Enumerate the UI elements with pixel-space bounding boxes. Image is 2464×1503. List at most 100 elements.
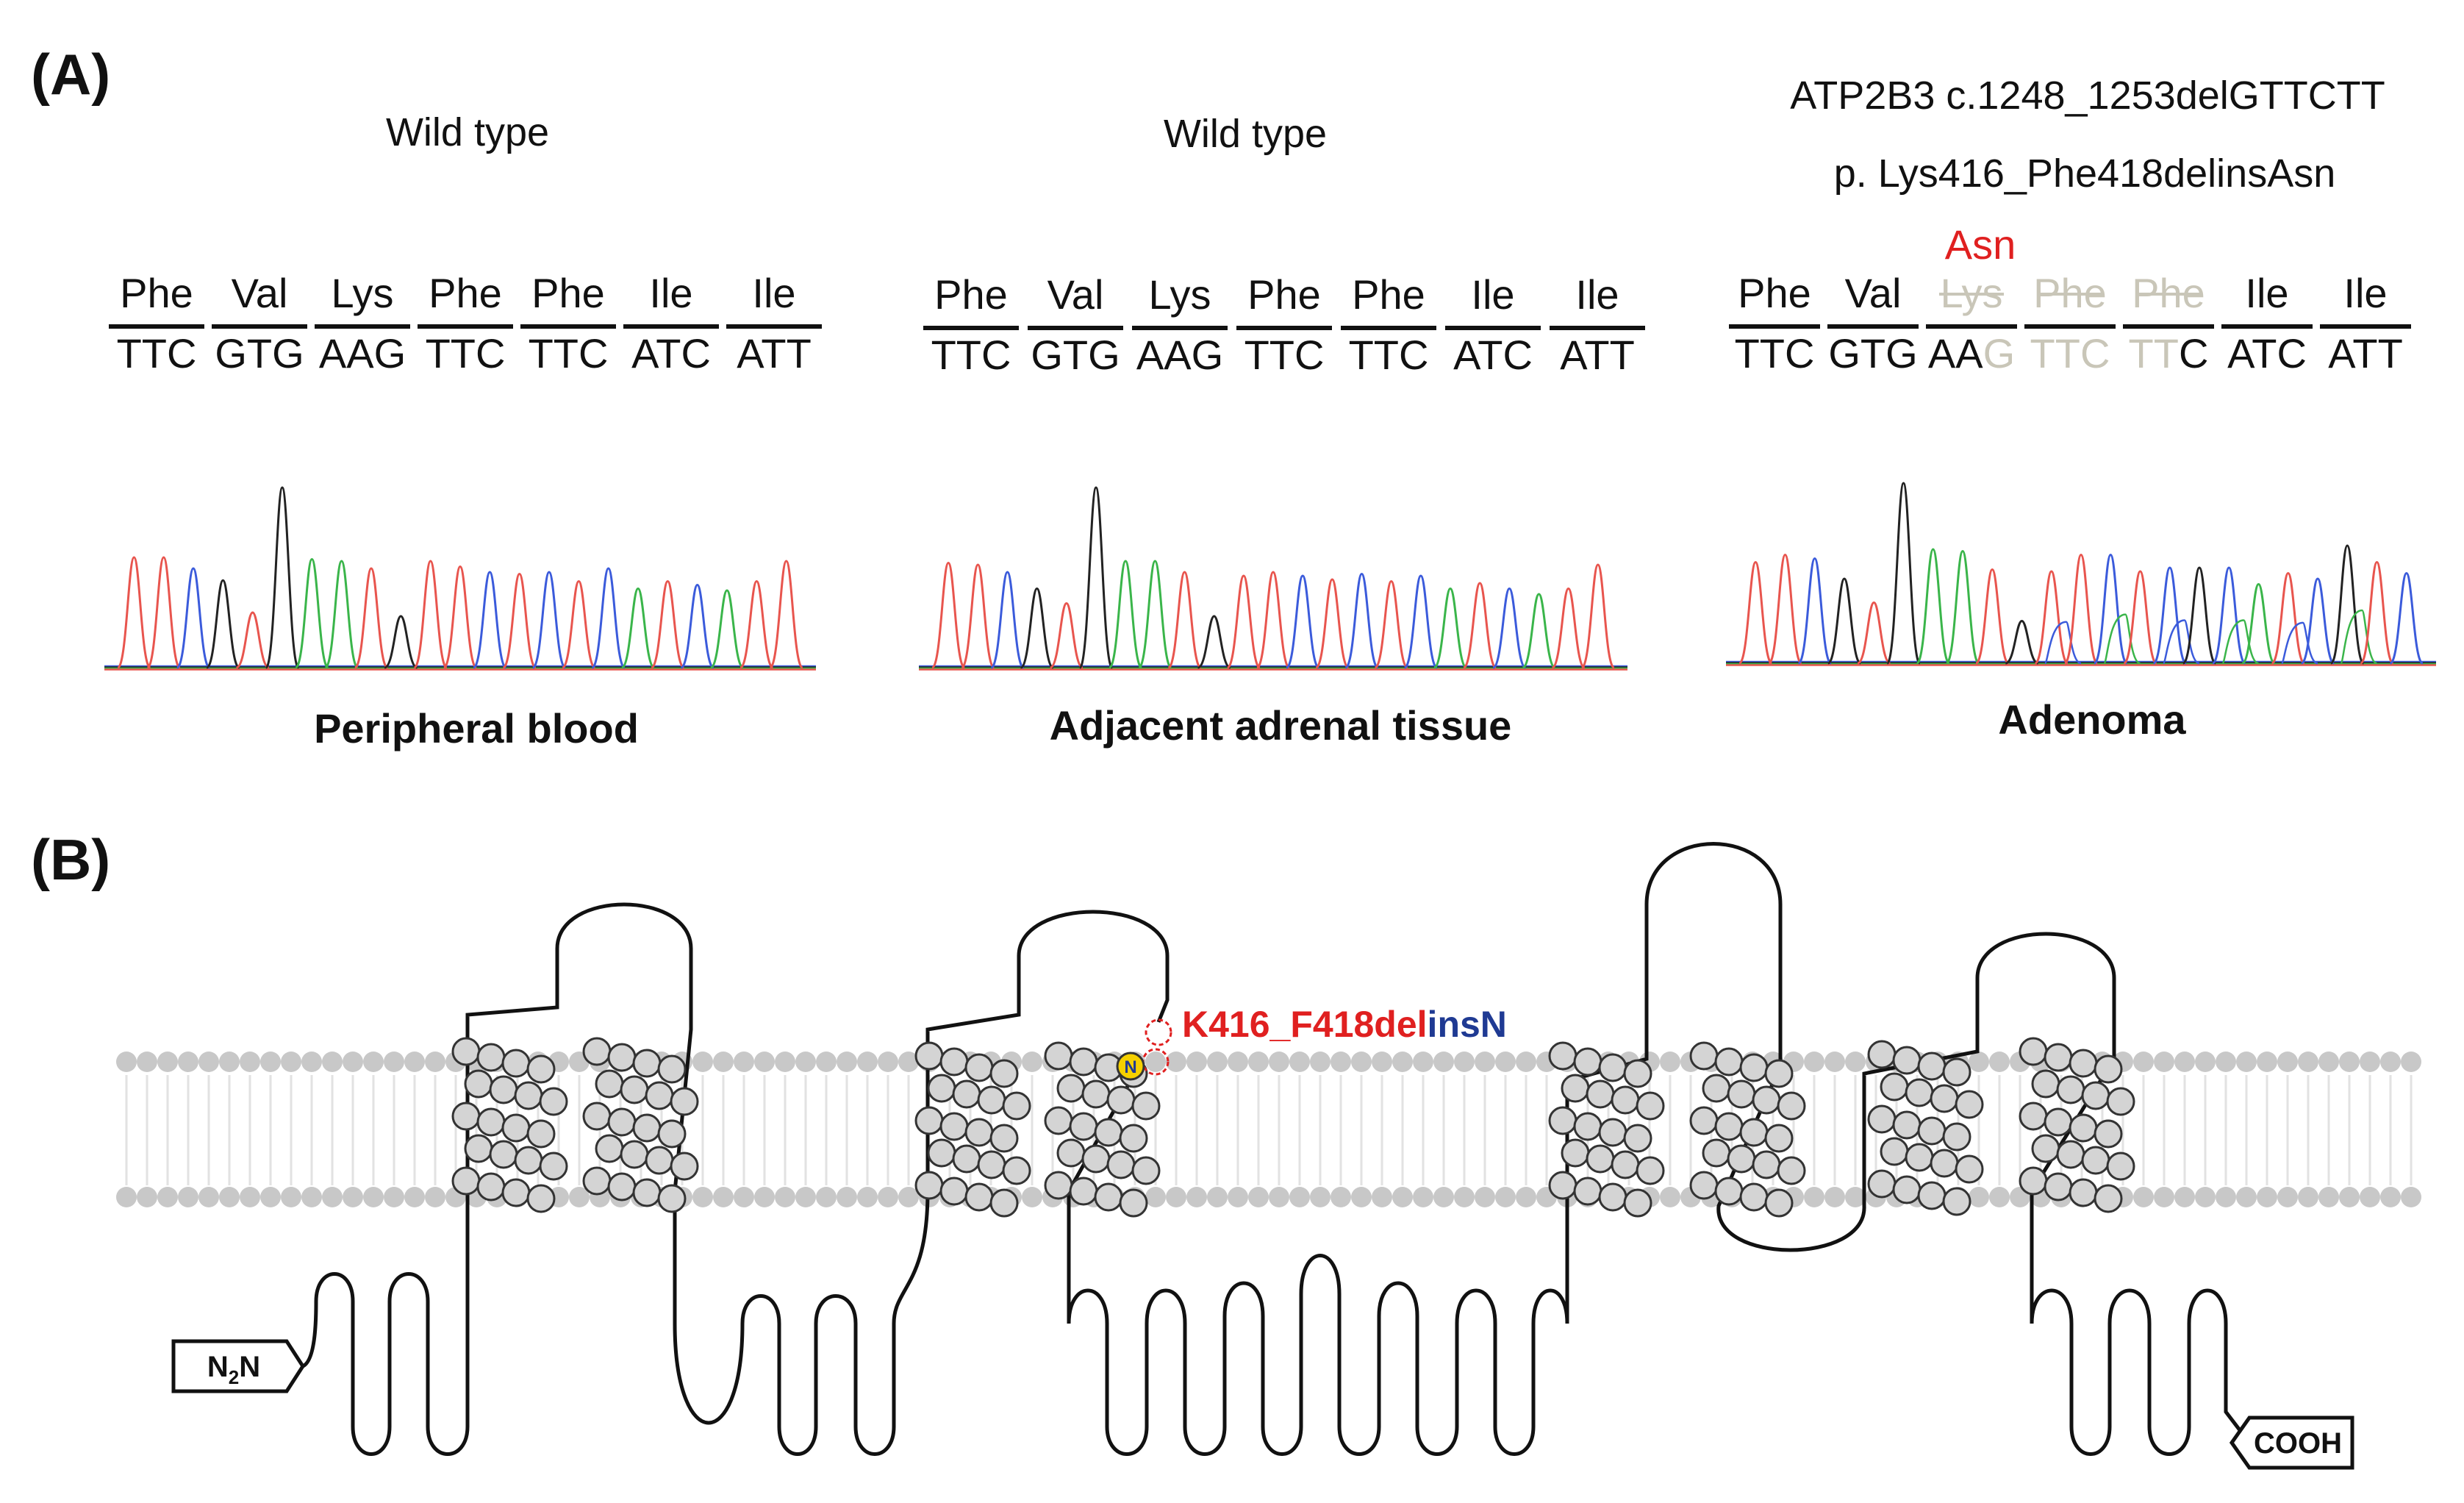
trace-peak-T bbox=[960, 563, 995, 669]
helix-residue bbox=[1942, 1187, 1971, 1216]
helix-residue bbox=[1764, 1059, 1794, 1088]
helix-residue bbox=[914, 1106, 944, 1135]
tm-helix-6 bbox=[1689, 1041, 1806, 1218]
helix-residue bbox=[1131, 1091, 1161, 1121]
trace-peak-T bbox=[354, 567, 389, 669]
lipid-head-lower bbox=[1228, 1187, 1248, 1207]
helix-residue bbox=[1727, 1144, 1756, 1174]
helix-residue bbox=[1561, 1074, 1590, 1103]
lipid-head-lower bbox=[198, 1187, 219, 1207]
helix-residue bbox=[989, 1188, 1019, 1218]
lipid-head-lower bbox=[1022, 1187, 1042, 1207]
trace-peak-C bbox=[2300, 577, 2335, 665]
lipid-head-upper bbox=[1392, 1052, 1413, 1072]
helix-residue bbox=[1714, 1112, 1744, 1141]
lipid-head-upper bbox=[1845, 1052, 1866, 1072]
helix-residue bbox=[1002, 1091, 1031, 1121]
lipid-head-upper bbox=[816, 1052, 837, 1072]
lipid-head-upper bbox=[1372, 1052, 1392, 1072]
amino-acid: Ile bbox=[1471, 271, 1514, 318]
helix-residue bbox=[1611, 1150, 1640, 1179]
amino-acid: Val bbox=[1047, 271, 1104, 318]
helix-residue bbox=[582, 1102, 612, 1131]
lipid-head-lower bbox=[1289, 1187, 1310, 1207]
codon: ATC bbox=[1453, 332, 1533, 378]
helix-residue bbox=[989, 1059, 1019, 1088]
lipid-head-upper bbox=[898, 1052, 919, 1072]
lipid-head-lower bbox=[1351, 1187, 1372, 1207]
helix-residue bbox=[526, 1054, 556, 1084]
trace-peak-T bbox=[1580, 563, 1616, 669]
lipid-head-upper bbox=[260, 1052, 281, 1072]
helix-residue bbox=[1930, 1149, 1959, 1178]
trace-peak-T bbox=[502, 572, 537, 669]
trace-secondary-peak bbox=[2103, 613, 2141, 665]
trace-peak-A bbox=[1916, 548, 1951, 665]
lipid-head-lower bbox=[2339, 1187, 2360, 1207]
trace-peak-T bbox=[2063, 553, 2099, 665]
helix-residue bbox=[464, 1134, 493, 1163]
helix-residue bbox=[2081, 1146, 2110, 1175]
lipid-head-lower bbox=[2401, 1187, 2421, 1207]
lipid-head-upper bbox=[1331, 1052, 1351, 1072]
lipid-head-lower bbox=[1516, 1187, 1536, 1207]
lipid-head-lower bbox=[1145, 1187, 1166, 1207]
amino-acid: Ile bbox=[649, 270, 692, 316]
n-terminus-box bbox=[171, 1339, 305, 1393]
lipid-head-upper bbox=[1145, 1052, 1166, 1072]
codon: ATC bbox=[2227, 330, 2307, 376]
lipid-head-lower bbox=[1248, 1187, 1269, 1207]
helix-residue bbox=[1056, 1138, 1086, 1168]
lipid-head-upper bbox=[1228, 1052, 1248, 1072]
helix-residue bbox=[632, 1049, 662, 1078]
c-terminus-tag: COOH bbox=[2229, 1415, 2354, 1470]
lipid-head-lower bbox=[1310, 1187, 1331, 1207]
lipid-head-lower bbox=[1475, 1187, 1495, 1207]
trace-peak-T bbox=[2122, 570, 2158, 665]
lipid-head-upper bbox=[1454, 1052, 1475, 1072]
transmembrane-helices bbox=[451, 1037, 2135, 1218]
helix-residue bbox=[1917, 1116, 1947, 1146]
helix-residue bbox=[607, 1107, 637, 1137]
helix-residue bbox=[939, 1047, 969, 1077]
trace-peak-T bbox=[1314, 578, 1350, 669]
trace-peak-T bbox=[1049, 601, 1084, 669]
tm-helix-1 bbox=[451, 1037, 568, 1213]
helix-residue bbox=[1880, 1072, 1909, 1102]
helix-residue bbox=[1739, 1053, 1769, 1082]
helix-residue bbox=[1561, 1138, 1590, 1168]
trace-peak-T bbox=[739, 579, 774, 669]
helix-residue bbox=[1044, 1106, 1073, 1135]
helix-residue bbox=[476, 1172, 506, 1202]
helix-residue bbox=[1069, 1112, 1098, 1141]
helix-residue bbox=[670, 1152, 699, 1181]
lipid-head-lower bbox=[137, 1187, 157, 1207]
helix-residue bbox=[1044, 1171, 1073, 1200]
trace-peak-A bbox=[1945, 549, 1980, 665]
lipid-head-upper bbox=[2401, 1052, 2421, 1072]
helix-residue bbox=[2031, 1069, 2060, 1099]
inserted-residue-letter: N bbox=[1124, 1057, 1136, 1077]
helix-residue bbox=[514, 1146, 543, 1175]
lipid-head-upper bbox=[2174, 1052, 2195, 1072]
trace-peak-T bbox=[1974, 568, 2010, 665]
lipid-head-upper bbox=[343, 1052, 363, 1072]
lipid-head-upper bbox=[754, 1052, 775, 1072]
helix-residue bbox=[914, 1041, 944, 1071]
helix-residue bbox=[582, 1166, 612, 1196]
lipid-head-lower bbox=[1207, 1187, 1228, 1207]
trace-peak-T bbox=[769, 560, 804, 669]
lipid-head-upper bbox=[1248, 1052, 1269, 1072]
helix-residue bbox=[1636, 1156, 1665, 1185]
helix-residue bbox=[2069, 1049, 2098, 1078]
lipid-head-lower bbox=[2318, 1187, 2339, 1207]
n-terminus-tag: N2N bbox=[171, 1339, 305, 1393]
helix-residue bbox=[1764, 1188, 1794, 1218]
lipid-head-lower bbox=[178, 1187, 198, 1207]
lipid-head-lower bbox=[2133, 1187, 2154, 1207]
lipid-head-lower bbox=[898, 1187, 919, 1207]
helix-residue bbox=[927, 1138, 956, 1168]
panel-b-label: (B) bbox=[31, 827, 110, 892]
trace-peak-C bbox=[176, 567, 211, 669]
sample-adjacent-adrenal: Wild type PheTTCValGTGLysAAGPheTTCPheTTC… bbox=[919, 112, 1645, 749]
